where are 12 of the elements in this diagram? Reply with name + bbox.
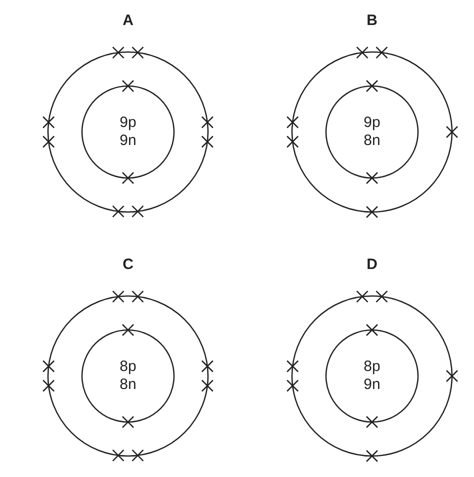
diagram-heading: A: [122, 12, 134, 30]
neutron-count: 9n: [364, 376, 380, 394]
proton-count: 8p: [364, 358, 380, 376]
neutron-count: 8n: [364, 132, 380, 150]
neutron-count: 8n: [120, 376, 136, 394]
proton-count: 9p: [364, 114, 380, 132]
diagram-heading: B: [366, 12, 378, 30]
proton-count: 9p: [120, 114, 136, 132]
neutron-count: 9n: [120, 132, 136, 150]
diagram-heading: D: [366, 256, 378, 274]
proton-count: 8p: [120, 358, 136, 376]
diagram-heading: C: [122, 256, 134, 274]
